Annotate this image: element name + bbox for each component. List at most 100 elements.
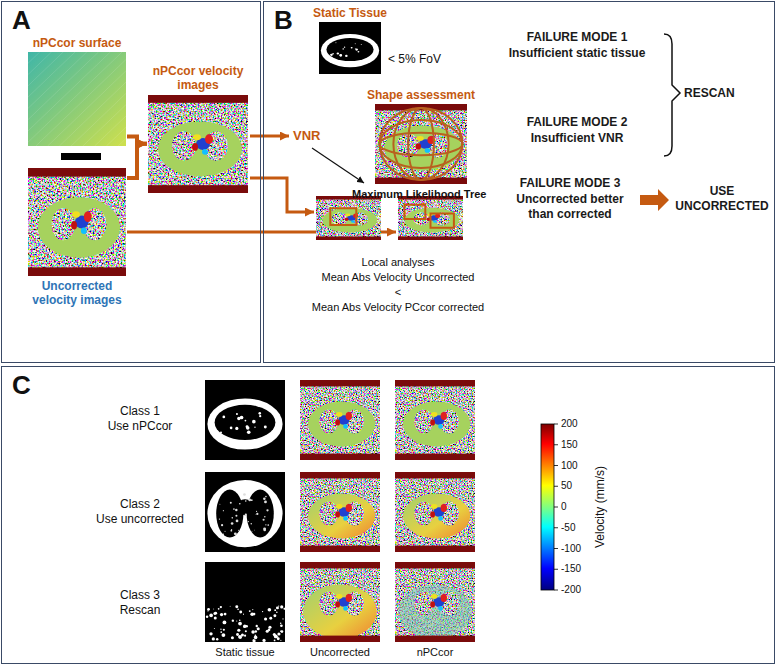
speck (355, 43, 356, 45)
velocity-image (395, 562, 475, 642)
chest (308, 494, 375, 539)
speck (252, 639, 255, 642)
speck (339, 54, 342, 56)
vessel (431, 412, 437, 417)
shape-grid (408, 108, 434, 180)
noise-ground (398, 196, 463, 240)
surface (28, 52, 126, 146)
mask-bar (395, 636, 475, 642)
speck (220, 631, 222, 633)
mask-bar (300, 562, 380, 568)
speck (245, 630, 247, 632)
colorbar (541, 424, 554, 590)
image-heading: nPCcor surface (27, 36, 127, 50)
speck (280, 623, 281, 624)
speck (223, 621, 227, 625)
vessel (346, 594, 352, 602)
colorbar-tick (554, 424, 558, 425)
surface-contour (28, 52, 63, 146)
label: Insufficient static tissue (497, 46, 657, 61)
speck (243, 624, 246, 627)
speck (213, 608, 215, 610)
speck (283, 608, 285, 610)
vessel (335, 419, 340, 425)
leader-arrow (312, 148, 364, 183)
velocity-image (395, 472, 475, 552)
speck (276, 606, 279, 609)
static-tissue-image (205, 472, 285, 552)
velocity-image (395, 380, 475, 460)
vessel (343, 606, 348, 611)
chest (308, 402, 375, 447)
mask-bar (395, 380, 475, 386)
surface-contour (28, 52, 87, 146)
colorbar-tick (554, 590, 558, 591)
shape-grid (393, 108, 448, 180)
vessel (346, 412, 352, 420)
mask-bar (395, 472, 475, 478)
noise-ground (28, 168, 126, 276)
connector-arrow (127, 144, 147, 178)
vessel (71, 221, 77, 230)
speck (255, 513, 257, 515)
speck (280, 605, 283, 608)
speck (264, 501, 267, 504)
noise-ground (395, 380, 475, 460)
vessel (335, 601, 340, 607)
label: Use nPCcor (80, 419, 200, 434)
vessel (430, 419, 435, 425)
speck (256, 625, 258, 627)
speck (229, 605, 231, 607)
vessel (425, 148, 431, 153)
speck (234, 532, 237, 535)
mask-bar (316, 236, 381, 240)
speck (273, 633, 276, 636)
speck (358, 51, 360, 53)
speck (277, 632, 280, 635)
tissue (207, 480, 282, 547)
speck (253, 613, 256, 616)
local-box (405, 205, 426, 219)
ground (205, 472, 285, 552)
speck (264, 425, 267, 428)
speck (251, 499, 253, 501)
speck (263, 519, 265, 521)
speck (263, 527, 266, 530)
speck (248, 521, 249, 522)
speck (245, 420, 247, 422)
speck (251, 530, 253, 532)
label: FAILURE MODE 3 (505, 176, 635, 191)
velocity-image (375, 104, 467, 184)
colorbar-tick (554, 465, 558, 466)
colorbar-tick (554, 548, 558, 549)
label: Use uncorrected (80, 512, 200, 527)
vessel (193, 134, 201, 140)
chest (158, 121, 242, 176)
speck (243, 493, 246, 496)
mask-bar (300, 546, 380, 552)
speck (274, 609, 276, 611)
surface-contour (59, 52, 126, 146)
tick-label: 150 (561, 439, 578, 452)
speck (266, 630, 269, 633)
speck (254, 529, 256, 531)
speck (268, 608, 272, 612)
mask-bar (28, 267, 126, 276)
vessel (431, 594, 437, 599)
speck (265, 524, 266, 525)
speck (220, 431, 222, 433)
label: < 5% FoV (388, 52, 441, 67)
speck (223, 510, 224, 511)
speck (274, 640, 276, 642)
panel-letter: C (12, 371, 31, 400)
chest (405, 208, 460, 233)
ground (319, 22, 381, 74)
label: Insufficient VNR (497, 131, 657, 146)
speck (214, 616, 217, 619)
noise-ground (148, 95, 248, 193)
speck (248, 499, 251, 502)
speck (277, 636, 279, 638)
colorbar-tick (554, 444, 558, 445)
speck (240, 416, 244, 420)
vessel (438, 606, 443, 611)
